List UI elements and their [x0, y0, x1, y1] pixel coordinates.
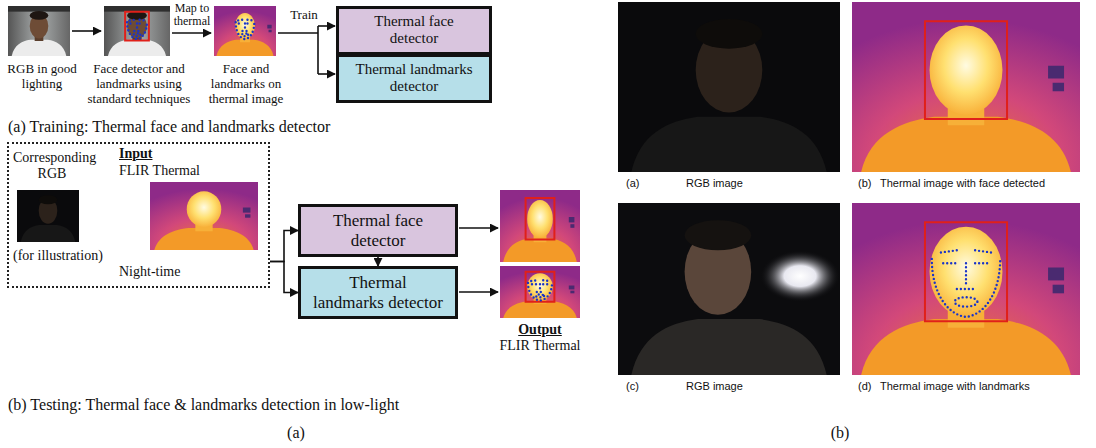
group-text: (for illustration) — [13, 248, 103, 264]
flow-arrows — [72, 26, 498, 292]
image-letter: (a) — [626, 177, 639, 190]
subfigure-caption: (a) Training: Thermal face and landmarks… — [8, 118, 330, 136]
flow-arrow — [72, 30, 101, 32]
panel-letter: (a) — [276, 424, 316, 442]
output-heading: Output — [496, 322, 584, 338]
thermal-photo — [214, 6, 276, 56]
flow-arrow — [172, 32, 211, 34]
image-caption: RGB image — [686, 177, 743, 190]
image-caption: Thermal image with landmarks — [880, 380, 1030, 393]
rgb-photo — [8, 6, 70, 56]
box-label: Thermal face detector — [351, 13, 477, 48]
group-text: Corresponding RGB — [13, 150, 91, 182]
thermal-photo — [150, 182, 258, 250]
face-box — [125, 12, 149, 41]
input-group: Corresponding RGB InputFLIR Thermal (for i… — [7, 142, 270, 288]
flow-connector — [377, 257, 379, 266]
rgb-photo — [17, 190, 79, 242]
face-box — [526, 272, 555, 302]
flow-arrow — [318, 25, 335, 27]
flow-arrow — [459, 227, 498, 229]
detector-box: Thermal landmarks detector — [298, 266, 458, 319]
flow-arrow — [318, 73, 335, 75]
face-box — [925, 21, 1007, 119]
image-caption: RGB in good lighting — [2, 62, 82, 92]
flow-arrow — [459, 291, 498, 293]
panel-letter: (b) — [820, 424, 860, 442]
output-label: FLIR Thermal — [496, 338, 584, 354]
face-box — [925, 222, 1007, 321]
face-box — [526, 198, 555, 239]
flow-connector — [270, 231, 298, 262]
flow-connector — [270, 262, 298, 293]
thermal-photo — [852, 203, 1080, 375]
group-text: Input — [119, 146, 152, 162]
thermal-photo — [500, 190, 580, 262]
image-letter: (b) — [858, 177, 871, 190]
rgb-photo — [618, 203, 840, 375]
detector-box: Thermal face detector — [336, 6, 492, 55]
flow-line — [317, 26, 319, 74]
step-label: Map to thermal — [170, 2, 214, 28]
landmark-dots — [236, 20, 255, 39]
step-label: Train — [284, 8, 324, 23]
image-letter: (d) — [858, 380, 871, 393]
rgb-photo — [104, 6, 170, 56]
box-label: Thermal landmarks detector — [351, 61, 477, 96]
detector-box: Thermal face detector — [298, 204, 458, 257]
box-label: Thermal landmarks detector — [313, 273, 443, 312]
group-text: Night-time — [119, 264, 180, 280]
subfigure-caption: (b) Testing: Thermal face & landmarks de… — [8, 396, 399, 414]
thermal-photo — [852, 2, 1080, 172]
landmark-dots — [528, 280, 552, 300]
group-text: FLIR Thermal — [119, 163, 200, 179]
thermal-photo — [500, 266, 580, 318]
flow-line — [278, 32, 318, 34]
landmark-dots — [127, 20, 147, 39]
image-caption: Thermal image with face detected — [880, 177, 1045, 190]
image-caption: RGB image — [686, 380, 743, 393]
rgb-photo — [618, 2, 840, 172]
detector-box: Thermal landmarks detector — [336, 54, 492, 103]
image-caption: Face detector and landmarks using standa… — [84, 62, 194, 107]
image-letter: (c) — [626, 380, 639, 393]
box-label: Thermal face detector — [313, 211, 443, 250]
image-caption: Face and landmarks on thermal image — [196, 62, 296, 107]
landmark-dots — [932, 250, 1000, 317]
